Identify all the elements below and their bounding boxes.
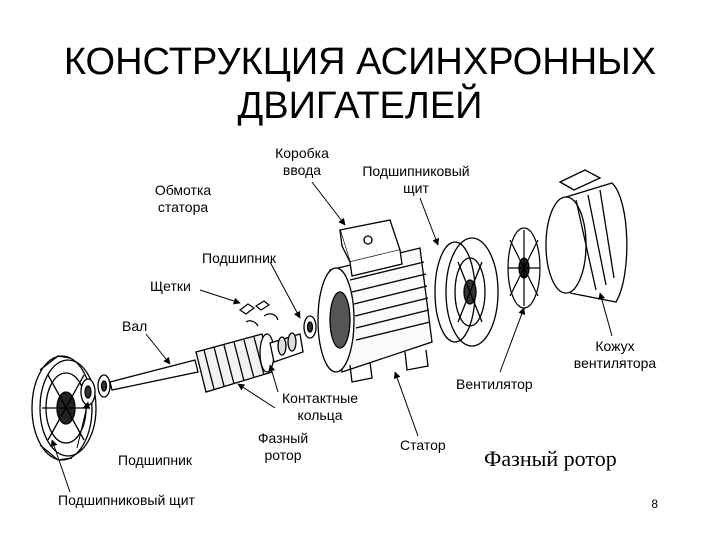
wound-rotor-drawing <box>109 332 304 393</box>
fan-cover-drawing <box>545 169 628 303</box>
label-shaft: Вал <box>122 318 148 334</box>
terminal-box-drawing <box>339 219 403 277</box>
stator-drawing <box>317 247 433 383</box>
title-line-1: КОНСТРУКЦИЯ АСИНХРОННЫХ <box>63 41 657 83</box>
rear-bearing-shield-drawing <box>434 237 499 347</box>
label-bearing-bottom: Подшипник <box>118 452 193 468</box>
label-stator: Статор <box>400 437 446 453</box>
label-fan: Вентилятор <box>456 376 533 392</box>
caption-wound-rotor: Фазный ротор <box>484 446 617 471</box>
rear-bearing-drawing <box>303 315 317 339</box>
page-number: 8 <box>651 497 658 511</box>
brushes-drawing <box>238 300 279 327</box>
leader-lines <box>50 181 613 493</box>
label-brushes: Щетки <box>150 278 191 294</box>
label-bearing-shield-bottom: Подшипниковый щит <box>58 492 195 508</box>
label-bearing-top: Подшипник <box>202 250 277 266</box>
title-line-2: ДВИГАТЕЛЕЙ <box>237 85 483 127</box>
fan-drawing <box>507 227 541 309</box>
front-bearing-shield-drawing <box>31 355 97 461</box>
